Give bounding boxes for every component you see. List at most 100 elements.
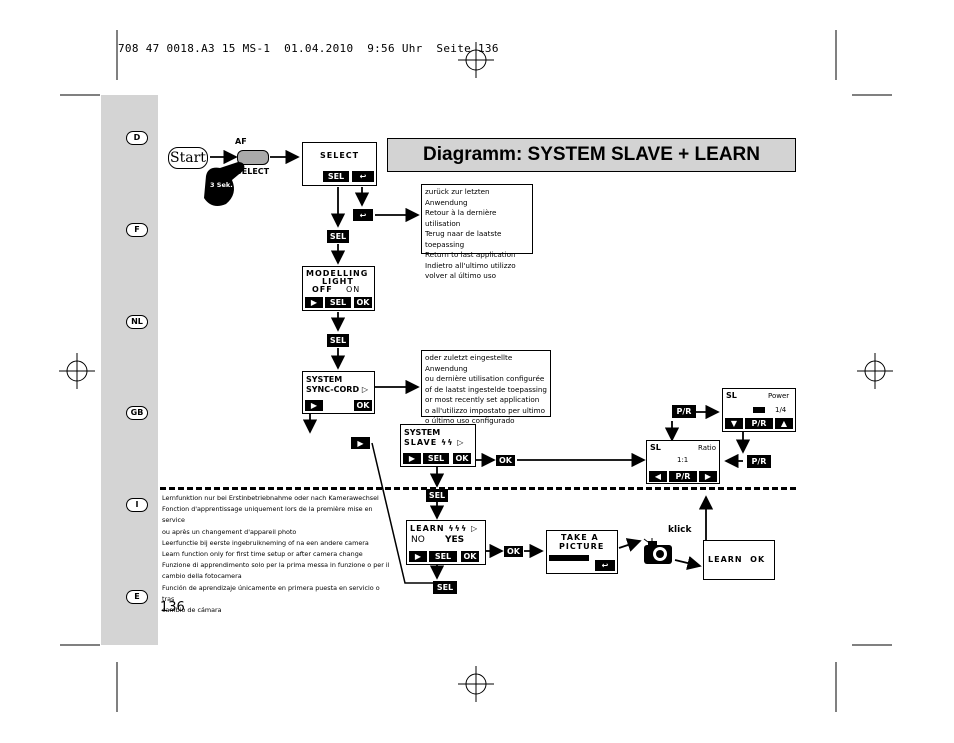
language-sidebar	[101, 95, 158, 645]
modelling-sel-button[interactable]: SEL	[325, 297, 351, 308]
progress-bar	[549, 555, 589, 561]
diagram-title: Diagramm: SYSTEM SLAVE + LEARN	[387, 138, 796, 172]
sync-note-line: of de laatst ingestelde toepassing	[425, 384, 547, 394]
back-note-line: zurück zur letzten Anwendung	[425, 187, 490, 207]
pr-step-label: P/R	[747, 455, 771, 468]
power-value: 1/4	[775, 406, 787, 414]
slave-subtitle: SLAVE ϟϟ ▷	[404, 438, 465, 447]
back-button[interactable]: ↩	[352, 171, 374, 182]
learn-separator	[160, 487, 796, 490]
learn-note-line: Lernfunktion nur bei Erstinbetriebnahme …	[162, 494, 379, 502]
ratio-pr-button[interactable]: P/R	[669, 471, 697, 482]
lang-badge-nl: NL	[126, 315, 148, 329]
learn-note-line: Función de aprendizaje únicamente en pri…	[162, 583, 380, 603]
lang-badge-f: F	[126, 223, 148, 237]
take-picture-line2: PICTURE	[559, 542, 605, 551]
modelling-on: ON	[346, 285, 361, 294]
arrow-step-label: ▶	[351, 437, 370, 449]
learn-note: Lernfunktion nur bei Erstinbetriebnahme …	[162, 493, 392, 616]
hold-duration: 3 Sek.	[210, 181, 233, 189]
sync-note-line: ou dernière utilisation configurée	[425, 374, 545, 383]
lang-badge-d: D	[126, 131, 148, 145]
page-number: 136	[160, 600, 185, 615]
back-note-line: Indietro all'ultimo utilizzo	[425, 260, 516, 270]
ratio-right-button[interactable]: ▶	[699, 471, 717, 482]
power-pr-button[interactable]: P/R	[745, 418, 773, 429]
learn-note-line: cambio de cámara	[162, 606, 222, 615]
start-label: Start	[168, 147, 208, 169]
ratio-sl: SL	[650, 443, 661, 452]
pr-step-label: P/R	[672, 405, 696, 418]
take-picture-screen: TAKE A PICTURE ↩	[546, 530, 618, 574]
power-sl: SL	[726, 391, 737, 400]
slave-title: SYSTEM	[404, 428, 441, 437]
modelling-ok-button[interactable]: OK	[354, 297, 372, 308]
sync-subtitle: SYNC-CORD ▷	[306, 385, 369, 394]
sel-step-label: SEL	[327, 334, 349, 347]
back-note: zurück zur letzten Anwendung Retour à la…	[421, 184, 533, 280]
back-icon: ↩	[353, 209, 373, 221]
power-up-button[interactable]: ▲	[775, 418, 793, 429]
back-note-line: Retour à la dernière utilisation	[425, 208, 497, 228]
modelling-arrow-button[interactable]: ▶	[305, 297, 323, 308]
sl-ratio-screen: SL Ratio 1:1 ◀ P/R ▶	[646, 440, 720, 484]
sync-cord-screen: SYSTEM SYNC-CORD ▷ ▶ OK	[302, 371, 375, 414]
sel-button[interactable]: SEL	[323, 171, 349, 182]
sync-ok-button[interactable]: OK	[354, 400, 372, 411]
learn-yes: YES	[445, 535, 465, 545]
modelling-off: OFF	[312, 285, 333, 294]
sync-note-line: oder zuletzt eingestellte Anwendung	[425, 353, 513, 373]
learn-screen: LEARN ϟϟϟ ▷ NO YES ▶ SEL OK	[406, 520, 486, 565]
sync-arrow-button[interactable]: ▶	[305, 400, 323, 411]
learn-ok-text: LEARN OK	[708, 555, 766, 564]
af-select-button[interactable]	[237, 150, 269, 165]
sync-title: SYSTEM	[306, 375, 343, 384]
learn-note-line: cambio della fotocamera	[162, 572, 242, 581]
lang-badge-e: E	[126, 590, 148, 604]
slave-ok-button[interactable]: OK	[453, 453, 471, 464]
system-slave-screen: SYSTEM SLAVE ϟϟ ▷ ▶ SEL OK	[400, 424, 476, 467]
learn-sel-button[interactable]: SEL	[429, 551, 457, 562]
lang-badge-i: I	[126, 498, 148, 512]
modelling-subtitle: LIGHT	[322, 277, 354, 286]
sync-note: oder zuletzt eingestellte Anwendung ou d…	[421, 350, 551, 425]
learn-note-line: Leerfunctie bij eerste ingebruikneming o…	[162, 538, 369, 547]
learn-ok-button[interactable]: OK	[461, 551, 479, 562]
sync-note-line: o all'utilizzo impostato per ultimo	[425, 405, 546, 415]
af-label: AF	[235, 137, 247, 146]
learn-arrow-button[interactable]: ▶	[409, 551, 427, 562]
learn-note-line: Learn function only for first time setup…	[162, 550, 363, 559]
finger-press-icon	[204, 162, 245, 206]
ratio-value: 1:1	[677, 456, 689, 464]
lang-badge-gb: GB	[126, 406, 148, 420]
ratio-left-button[interactable]: ◀	[649, 471, 667, 482]
power-level-bar	[753, 407, 765, 413]
take-picture-line1: TAKE A	[561, 533, 599, 542]
ok-step-label: OK	[504, 546, 523, 557]
learn-note-line: Funzione di apprendimento solo per la pr…	[162, 561, 390, 570]
sel-step-label: SEL	[426, 489, 448, 502]
power-down-button[interactable]: ▼	[725, 418, 743, 429]
slave-sel-button[interactable]: SEL	[423, 453, 449, 464]
back-note-line: volver al último uso	[425, 271, 496, 280]
sel-step-label: SEL	[327, 230, 349, 243]
modelling-light-screen: MODELLING LIGHT OFF ON ▶ SEL OK	[302, 266, 375, 311]
select-screen: SELECT SEL ↩	[302, 142, 377, 186]
ratio-label: Ratio	[698, 444, 716, 452]
learn-title: LEARN ϟϟϟ ▷	[410, 524, 479, 533]
learn-ok-screen: LEARN OK	[703, 540, 775, 580]
sync-note-line: o último uso configurado	[425, 416, 515, 425]
select-label: SELECT	[236, 167, 270, 176]
select-screen-title: SELECT	[320, 151, 360, 160]
take-picture-back-button[interactable]: ↩	[595, 560, 615, 571]
back-note-line: Return to last application	[425, 250, 516, 259]
modelling-title: MODELLING	[306, 269, 369, 278]
print-header: 708 47 0018.A3 15 MS-1 01.04.2010 9:56 U…	[118, 42, 499, 55]
sync-note-line: or most recently set application	[425, 395, 540, 404]
sel-step-label: SEL	[433, 581, 457, 594]
learn-note-line: Fonction d'apprentissage uniquement lors…	[162, 505, 373, 525]
ok-step-label: OK	[496, 455, 515, 466]
sl-power-screen: SL Power 1/4 ▼ P/R ▲	[722, 388, 796, 432]
slave-arrow-button[interactable]: ▶	[403, 453, 421, 464]
